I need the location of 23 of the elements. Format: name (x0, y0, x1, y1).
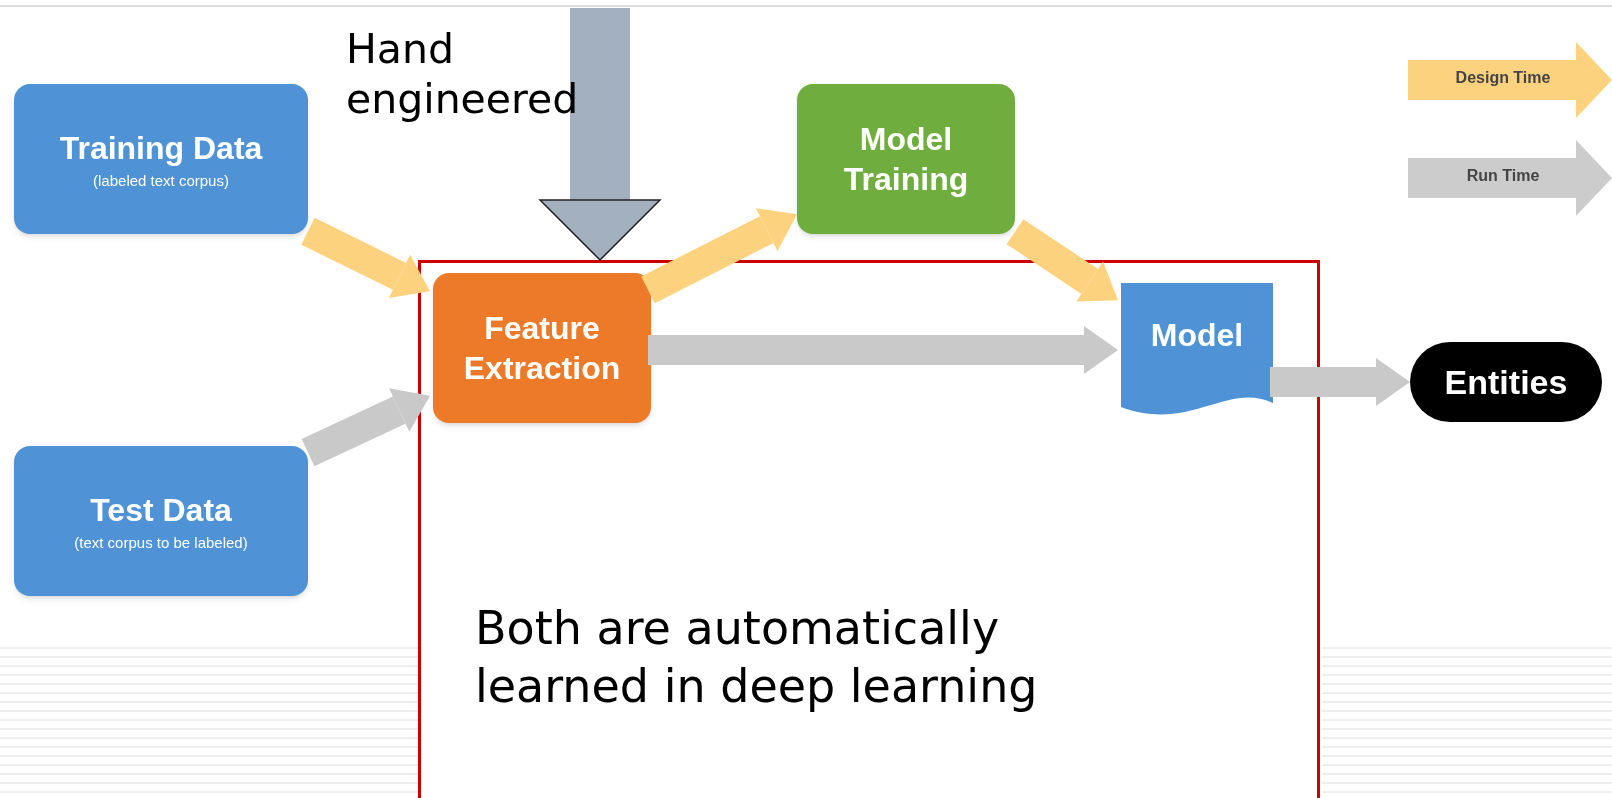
legend-label: Design Time (1454, 68, 1552, 88)
process-box (433, 273, 651, 423)
process-box (14, 84, 308, 234)
node-title: Training Data (58, 128, 264, 168)
block-arrow (301, 388, 430, 467)
frame-note: Both are automatically learned in deep learning (475, 600, 1039, 715)
node-title: Feature Extraction (462, 309, 622, 388)
block-arrow (641, 208, 797, 304)
process-box (797, 84, 1015, 234)
node-subtitle: (text corpus to be labeled) (73, 533, 249, 553)
annotation-text: Hand engineered (346, 24, 580, 124)
highlight-frame (418, 260, 1320, 798)
node-title: Entities (1444, 361, 1568, 403)
node-title: Model (1149, 316, 1245, 355)
block-arrow (301, 217, 430, 298)
block-arrow (539, 8, 661, 261)
process-box (14, 446, 308, 596)
node-title: Test Data (89, 490, 233, 530)
legend-label: Run Time (1465, 166, 1541, 186)
block-arrow (648, 326, 1118, 374)
node-subtitle: (labeled text corpus) (92, 171, 230, 191)
block-arrow (1270, 358, 1410, 406)
node-title: Model Training (842, 120, 970, 199)
